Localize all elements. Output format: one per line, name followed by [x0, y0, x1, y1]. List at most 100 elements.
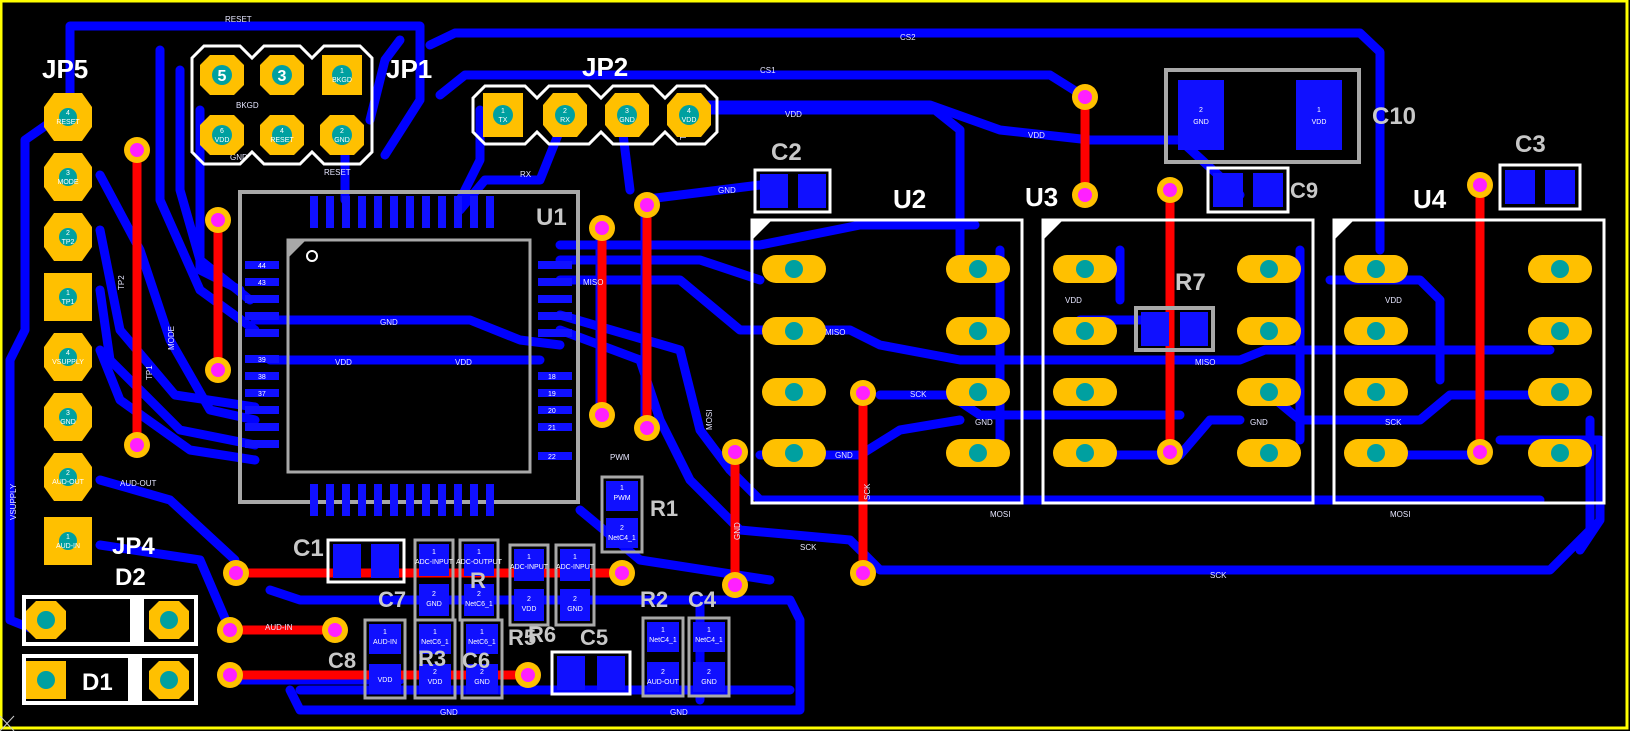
u4-pad[interactable] — [1344, 317, 1408, 345]
u3-pad[interactable] — [1237, 378, 1301, 406]
net-label-gnd: GND — [670, 708, 688, 717]
via[interactable] — [589, 402, 615, 428]
jp1-pad[interactable]: 3 — [260, 55, 304, 95]
u1-pins-right — [538, 261, 572, 460]
net-label-miso: MISO — [1195, 358, 1215, 367]
d1-pad-square[interactable] — [26, 661, 66, 699]
jp2-pad[interactable]: 2RX — [543, 93, 587, 137]
u2-pad[interactable] — [946, 439, 1010, 467]
u3-pad[interactable] — [1053, 317, 1117, 345]
svg-text:TX: TX — [499, 117, 508, 124]
via[interactable] — [1157, 439, 1183, 465]
d2-pad[interactable] — [26, 601, 66, 639]
u2-pad[interactable] — [762, 439, 826, 467]
d1-pad[interactable] — [149, 661, 189, 699]
ic-u1: 44 43 39 38 37 18 19 20 21 22 U1 — [238, 190, 580, 516]
u4-pad[interactable] — [1528, 255, 1592, 283]
u4-pad[interactable] — [1344, 255, 1408, 283]
via[interactable] — [589, 215, 615, 241]
u1-pins-left — [245, 261, 279, 448]
via[interactable] — [1467, 172, 1493, 198]
svg-text:2: 2 — [527, 596, 531, 603]
svg-text:BKGD: BKGD — [332, 77, 352, 84]
via[interactable] — [205, 357, 231, 383]
u1-pin-number: 38 — [258, 374, 266, 381]
net-label-pwm: PWM — [610, 453, 630, 462]
u3-pad[interactable] — [1053, 255, 1117, 283]
u4-pad[interactable] — [1528, 317, 1592, 345]
via[interactable] — [217, 662, 243, 688]
via[interactable] — [1072, 84, 1098, 110]
r7-refdes: R7 — [1175, 269, 1206, 296]
u3-pad[interactable] — [1237, 439, 1301, 467]
u2-pad[interactable] — [762, 255, 826, 283]
r1-refdes: R1 — [650, 496, 678, 521]
d1-refdes: D1 — [82, 669, 113, 696]
svg-text:2: 2 — [480, 669, 484, 676]
via[interactable] — [124, 432, 150, 458]
resistor-r1: 1 PWM 2 NetC4_1 R1 — [600, 475, 678, 554]
r3-refdes: R3 — [418, 646, 446, 671]
r2-refdes: R2 — [640, 587, 668, 612]
via[interactable] — [322, 617, 348, 643]
c3-refdes: C3 — [1515, 131, 1546, 158]
via[interactable] — [634, 192, 660, 218]
via[interactable] — [1072, 182, 1098, 208]
u4-pad[interactable] — [1344, 439, 1408, 467]
net-label-gnd: GND — [733, 522, 742, 540]
via[interactable] — [722, 439, 748, 465]
via[interactable] — [850, 560, 876, 586]
via[interactable] — [1467, 439, 1493, 465]
u3-pad[interactable] — [1237, 317, 1301, 345]
via[interactable] — [609, 560, 635, 586]
jp1-pad[interactable]: 5 — [200, 55, 244, 95]
u2-pad[interactable] — [946, 255, 1010, 283]
smd-netc6-a: 1 NetC6_1 2 VDD — [413, 618, 457, 700]
u3-pad[interactable] — [1053, 378, 1117, 406]
via[interactable] — [722, 572, 748, 598]
svg-text:NetC6_1: NetC6_1 — [421, 639, 449, 646]
svg-text:2: 2 — [433, 669, 437, 676]
via[interactable] — [223, 560, 249, 586]
ic-u3: U3 — [1025, 182, 1315, 505]
via[interactable] — [634, 415, 660, 441]
u2-pad[interactable] — [946, 317, 1010, 345]
u1-refdes: U1 — [536, 204, 567, 231]
u3-pad[interactable] — [1237, 255, 1301, 283]
c8-refdes: C8 — [328, 648, 356, 673]
u2-pad[interactable] — [946, 378, 1010, 406]
u4-pad[interactable] — [1528, 439, 1592, 467]
svg-text:GND: GND — [334, 137, 350, 144]
jp2-pad-square[interactable]: 1TX — [483, 93, 523, 137]
u2-pad[interactable] — [762, 317, 826, 345]
u3-pad[interactable] — [1053, 439, 1117, 467]
via[interactable] — [124, 137, 150, 163]
via[interactable] — [850, 380, 876, 406]
via[interactable] — [205, 207, 231, 233]
u4-pad[interactable] — [1528, 378, 1592, 406]
via[interactable] — [1157, 177, 1183, 203]
svg-text:4: 4 — [280, 128, 284, 135]
u2-pad[interactable] — [762, 378, 826, 406]
svg-text:2: 2 — [340, 128, 344, 135]
via[interactable] — [217, 617, 243, 643]
d2-pad[interactable] — [149, 601, 189, 639]
net-label-cs2: CS2 — [900, 33, 916, 42]
u4-pad[interactable] — [1344, 378, 1408, 406]
via[interactable] — [515, 662, 541, 688]
